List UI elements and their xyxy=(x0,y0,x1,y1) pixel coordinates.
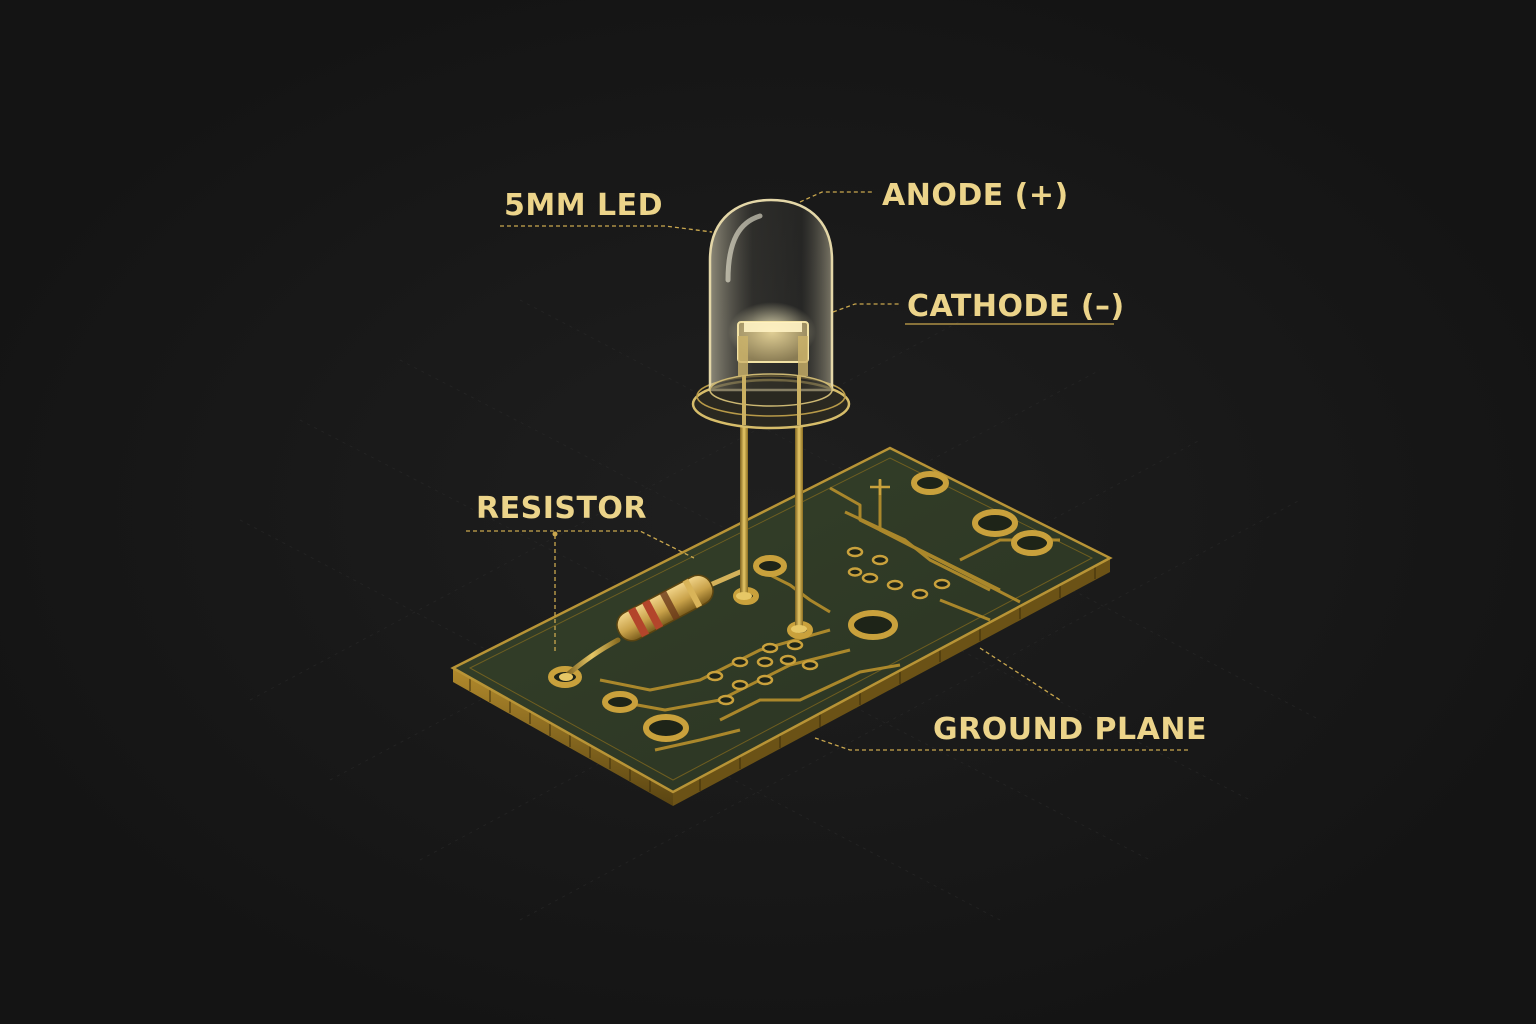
pcb-board xyxy=(450,446,1113,806)
label-ground-plane: GROUND PLANE xyxy=(933,712,1207,747)
resistor-lead-right xyxy=(707,569,743,588)
label-cathode: CATHODE (–) xyxy=(907,289,1125,324)
resistor-band-3 xyxy=(659,590,680,621)
labels: 5MM LED ANODE (+) CATHODE (–) RESISTOR G… xyxy=(476,178,1207,747)
label-5mm-led: 5MM LED xyxy=(504,188,663,223)
pcb-right-edge xyxy=(673,558,1110,806)
led-legs xyxy=(736,425,807,633)
leader-anode xyxy=(799,191,872,203)
label-resistor: RESISTOR xyxy=(476,491,647,526)
resistor-band-4 xyxy=(682,578,703,609)
resistor-band-1 xyxy=(627,606,650,638)
pcb-vias xyxy=(706,546,951,706)
leader-resistor xyxy=(466,530,695,559)
led-5mm xyxy=(691,198,851,430)
resistor-lead-left xyxy=(563,637,621,679)
leader-ground-plane xyxy=(979,647,1061,701)
leader-led xyxy=(500,225,713,233)
label-anode: ANODE (+) xyxy=(882,178,1069,213)
led-cathode-leg xyxy=(795,425,803,630)
resistor-band-2 xyxy=(642,599,664,630)
pcb-front-edge xyxy=(453,668,673,806)
pcb-pads xyxy=(548,471,1053,742)
leader-lines xyxy=(466,191,1190,751)
led-anode-leg xyxy=(740,425,748,597)
resistor-component xyxy=(559,569,743,681)
leader-cathode xyxy=(832,303,900,313)
